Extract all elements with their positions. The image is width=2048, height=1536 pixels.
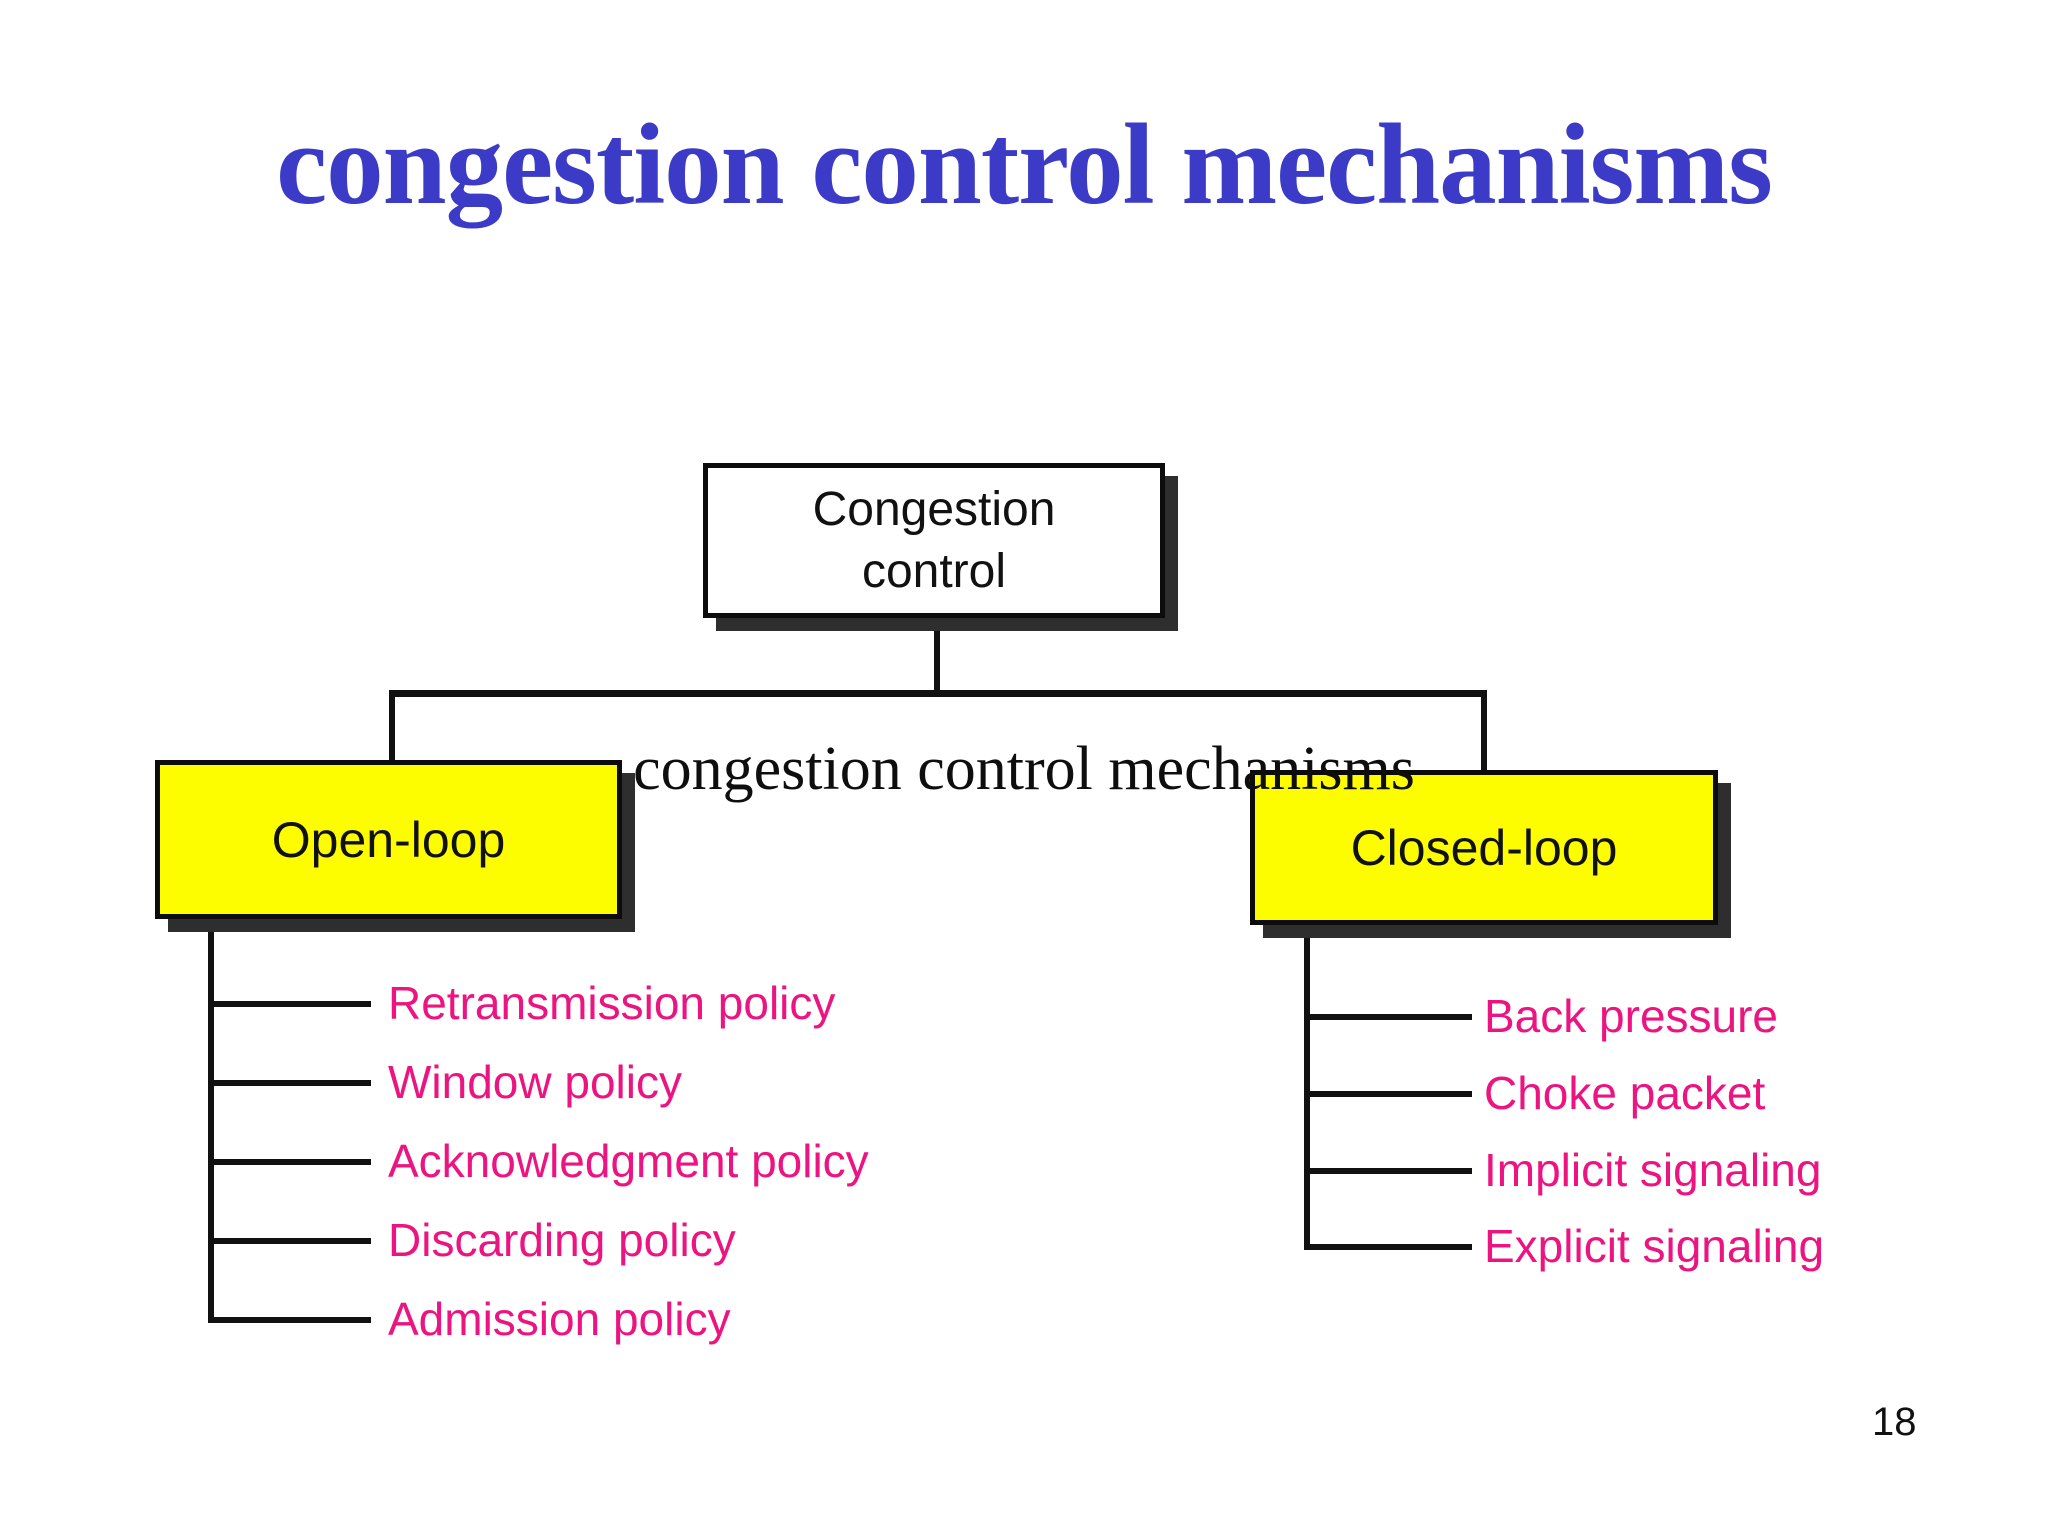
node-open-loop-label: Open-loop <box>271 811 506 868</box>
open-loop-item-window-policy: Window policy <box>388 1056 682 1108</box>
node-open-loop: Open-loop <box>155 760 622 919</box>
open-loop-stem <box>208 915 214 1323</box>
closed-loop-tick-2 <box>1304 1091 1472 1097</box>
open-loop-item-admission-policy: Admission policy <box>388 1293 731 1345</box>
closed-loop-item-implicit-signaling: Implicit signaling <box>1484 1144 1822 1196</box>
closed-loop-tick-3 <box>1304 1168 1472 1174</box>
node-congestion-control-line2: control <box>861 544 1007 598</box>
connector-left-vertical <box>389 690 395 766</box>
closed-loop-stem <box>1304 921 1310 1250</box>
connector-right-vertical <box>1481 690 1487 776</box>
page-number: 18 <box>1872 1400 1917 1444</box>
closed-loop-item-back-pressure: Back pressure <box>1484 990 1779 1042</box>
open-loop-tick-3 <box>208 1159 371 1165</box>
connector-root-vertical <box>934 616 940 696</box>
open-loop-tick-5 <box>208 1317 371 1323</box>
open-loop-item-discarding-policy: Discarding policy <box>388 1214 736 1266</box>
open-loop-item-acknowledgment-policy: Acknowledgment policy <box>388 1135 869 1187</box>
closed-loop-item-explicit-signaling: Explicit signaling <box>1484 1220 1825 1272</box>
closed-loop-item-choke-packet: Choke packet <box>1484 1067 1766 1119</box>
node-closed-loop-label: Closed-loop <box>1350 819 1618 876</box>
slide-title: congestion control mechanisms <box>276 101 1773 228</box>
node-congestion-control-line1: Congestion <box>812 483 1056 537</box>
open-loop-item-retransmission-policy: Retransmission policy <box>388 977 836 1029</box>
open-loop-tick-2 <box>208 1080 371 1086</box>
connector-horizontal <box>389 690 1487 697</box>
node-congestion-control: Congestion control <box>703 463 1165 618</box>
closed-loop-tick-4 <box>1304 1244 1472 1250</box>
node-closed-loop: Closed-loop <box>1250 770 1718 925</box>
open-loop-tick-4 <box>208 1238 371 1244</box>
closed-loop-tick-1 <box>1304 1014 1472 1020</box>
open-loop-tick-1 <box>208 1001 371 1007</box>
